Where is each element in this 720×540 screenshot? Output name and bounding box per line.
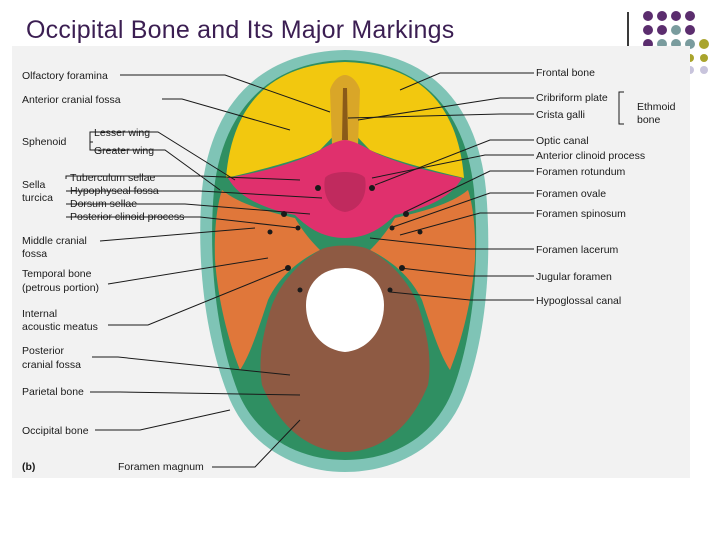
right-middle-fossa-shape: [370, 190, 476, 370]
label-temporal-bone: Temporal bone: [22, 268, 92, 280]
left-middle-fossa-shape: [214, 190, 320, 370]
label-dorsum-sellae: Dorsum sellae: [70, 198, 137, 210]
label-turcica: turcica: [22, 192, 53, 204]
label-ethmoid-bone: bone: [637, 114, 661, 126]
label-cranial-fossa: cranial fossa: [22, 359, 81, 371]
label-middle-fossa: fossa: [22, 248, 47, 260]
label-hypoglossal-canal: Hypoglossal canal: [536, 295, 621, 307]
left-leader-lines: [65, 74, 331, 468]
label-parietal-bone: Parietal bone: [22, 386, 84, 398]
skull-base-illustration: [200, 50, 489, 472]
label-posterior-clinoid-process: Posterior clinoid process: [70, 211, 184, 223]
label-foramen-rotundum: Foramen rotundum: [536, 166, 626, 178]
label-olfactory-foramina: Olfactory foramina: [22, 70, 108, 82]
label-middle-cranial: Middle cranial: [22, 235, 87, 247]
label-panel-b: (b): [22, 461, 35, 473]
title-divider: [627, 12, 629, 48]
sella-turcica-shape: [324, 172, 366, 212]
label-posterior: Posterior: [22, 345, 65, 357]
label-foramen-magnum: Foramen magnum: [118, 461, 204, 473]
label-ethmoid: Ethmoid: [637, 101, 676, 113]
label-hypophyseal-fossa: Hypophyseal fossa: [70, 185, 159, 197]
label-jugular-foramen: Jugular foramen: [536, 271, 612, 283]
label-foramen-ovale: Foramen ovale: [536, 188, 606, 200]
label-petrous-portion: (petrous portion): [22, 282, 99, 294]
crista-galli-shape: [342, 88, 348, 140]
foramen-magnum-shape: [306, 268, 384, 352]
label-internal: Internal: [22, 308, 57, 320]
label-optic-canal: Optic canal: [536, 135, 589, 147]
right-leader-lines: [347, 72, 624, 301]
label-foramen-lacerum: Foramen lacerum: [536, 244, 619, 256]
label-anterior-cranial-fossa: Anterior cranial fossa: [22, 94, 121, 106]
label-tuberculum-sellae: Tuberculum sellae: [70, 172, 156, 184]
label-frontal-bone: Frontal bone: [536, 67, 595, 79]
label-sphenoid: Sphenoid: [22, 136, 67, 148]
label-foramen-spinosum: Foramen spinosum: [536, 208, 626, 220]
label-crista-galli: Crista galli: [536, 109, 585, 121]
slide-title: Occipital Bone and Its Major Markings: [26, 16, 455, 44]
label-acoustic-meatus: acoustic meatus: [22, 321, 98, 333]
label-sella: Sella: [22, 179, 46, 191]
label-lesser-wing: Lesser wing: [94, 127, 150, 139]
label-cribriform-plate: Cribriform plate: [536, 92, 608, 104]
label-occipital-bone: Occipital bone: [22, 425, 89, 437]
label-anterior-clinoid-process: Anterior clinoid process: [536, 150, 645, 162]
label-greater-wing: Greater wing: [94, 145, 154, 157]
